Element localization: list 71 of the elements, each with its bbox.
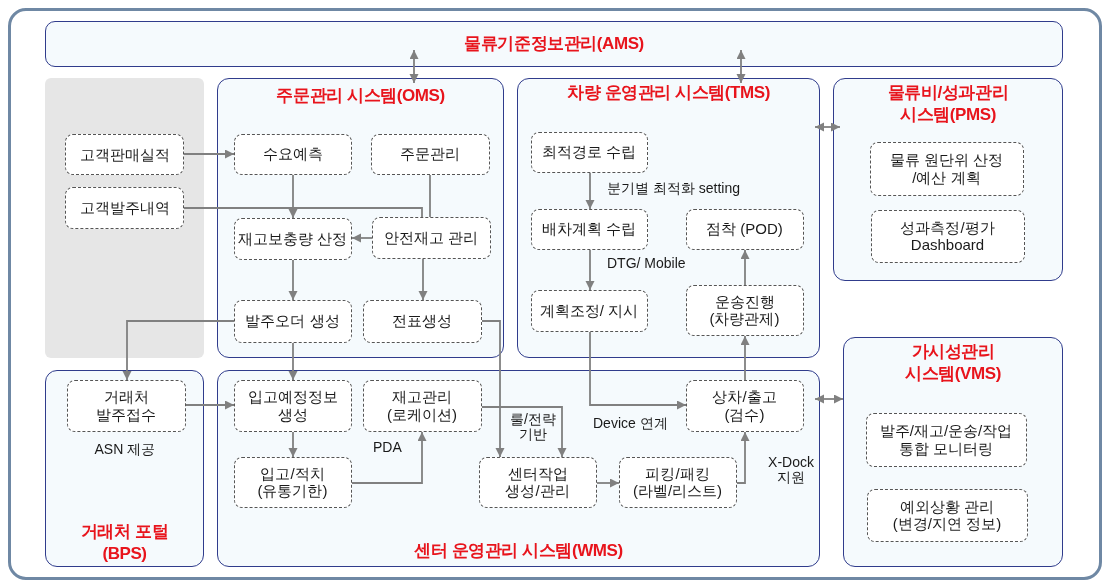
process-box: 고객판매실적 [65,134,184,175]
arrow [409,49,419,84]
arrow [736,431,750,484]
system-panel [517,78,820,358]
arrow [740,335,750,381]
arrow [351,431,427,484]
process-box: 발주/재고/운송/작업 통합 모니터링 [865,412,1027,467]
system-title: 물류비/성과관리 시스템(PMS) [886,82,1010,126]
arrow [740,249,750,286]
process-box: 고객발주내역 [65,187,184,229]
system-band [45,21,1063,67]
edge-label: 룰/전략 기반 [509,412,557,443]
process-box: 최적경로 수립 [530,131,648,173]
system-panel [45,370,204,567]
system-title: 주문관리 시스템(OMS) [276,85,445,107]
arrow [814,122,841,132]
arrow [481,320,505,458]
process-box: 센터작업 생성/관리 [478,456,597,508]
arrow [122,320,235,381]
process-box: 전표생성 [362,299,482,343]
connector-line [429,174,431,218]
process-box: 점착 (POD) [685,208,804,250]
arrow [418,258,428,301]
arrow [288,174,298,219]
system-panel [833,78,1063,281]
process-box: 상차/출고 (검수) [685,379,804,432]
arrow [589,331,687,410]
arrow [288,342,298,381]
process-box: 성과측정/평가 Dashboard [870,209,1025,263]
system-panel [217,370,820,567]
node-caption: ASN 제공 [94,441,156,457]
process-box: 예외상황 관리 (변경/지연 정보) [866,488,1028,542]
system-title: 물류기준정보관리(AMS) [464,33,644,55]
arrow [288,259,298,301]
edge-label: X-Dock 지원 [767,455,815,486]
system-title: 가시성관리 시스템(VMS) [904,341,1002,385]
process-box: 입고예정정보 생성 [233,379,352,432]
arrow [585,249,595,291]
system-title: 차량 운영관리 시스템(TMS) [567,82,770,104]
connector-line [183,207,423,218]
system-title: 거래처 포털 (BPS) [79,521,170,565]
arrow [481,406,567,458]
arrow [736,49,746,84]
arrow [596,478,620,488]
arrow [288,431,298,458]
arrow [351,233,373,243]
arrow [183,149,235,159]
edge-label: PDA [373,440,402,456]
process-box: 재고보충량 산정 [233,217,352,260]
group-panel [45,78,204,358]
system-panel [217,78,504,358]
process-box: 수요예측 [233,133,352,175]
process-box: 배차계획 수립 [530,208,648,250]
process-box: 거래처 발주접수 [66,379,186,432]
system-title: 센터 운영관리 시스템(WMS) [414,540,623,562]
system-panel [843,337,1063,567]
process-box: 주문관리 [370,133,490,175]
edge-label: Device 연계 [593,416,668,432]
process-box: 물류 원단위 산정 /예산 계획 [869,141,1024,196]
process-box: 입고/적치 (유통기한) [233,456,352,508]
edge-label: DTG/ Mobile [607,256,686,272]
process-box: 운송진행 (차량관제) [685,284,804,336]
process-box: 재고관리 (로케이션) [362,379,482,432]
process-box: 피킹/패킹 (라벨/리스트) [618,456,737,508]
arrow [814,394,844,404]
edge-label: 분기별 최적화 setting [607,181,741,197]
process-box: 계획조정/ 지시 [530,289,648,332]
process-box: 발주오더 생성 [233,299,352,343]
arrow [585,172,595,210]
arrow [185,400,235,410]
process-box: 안전재고 관리 [371,216,491,259]
